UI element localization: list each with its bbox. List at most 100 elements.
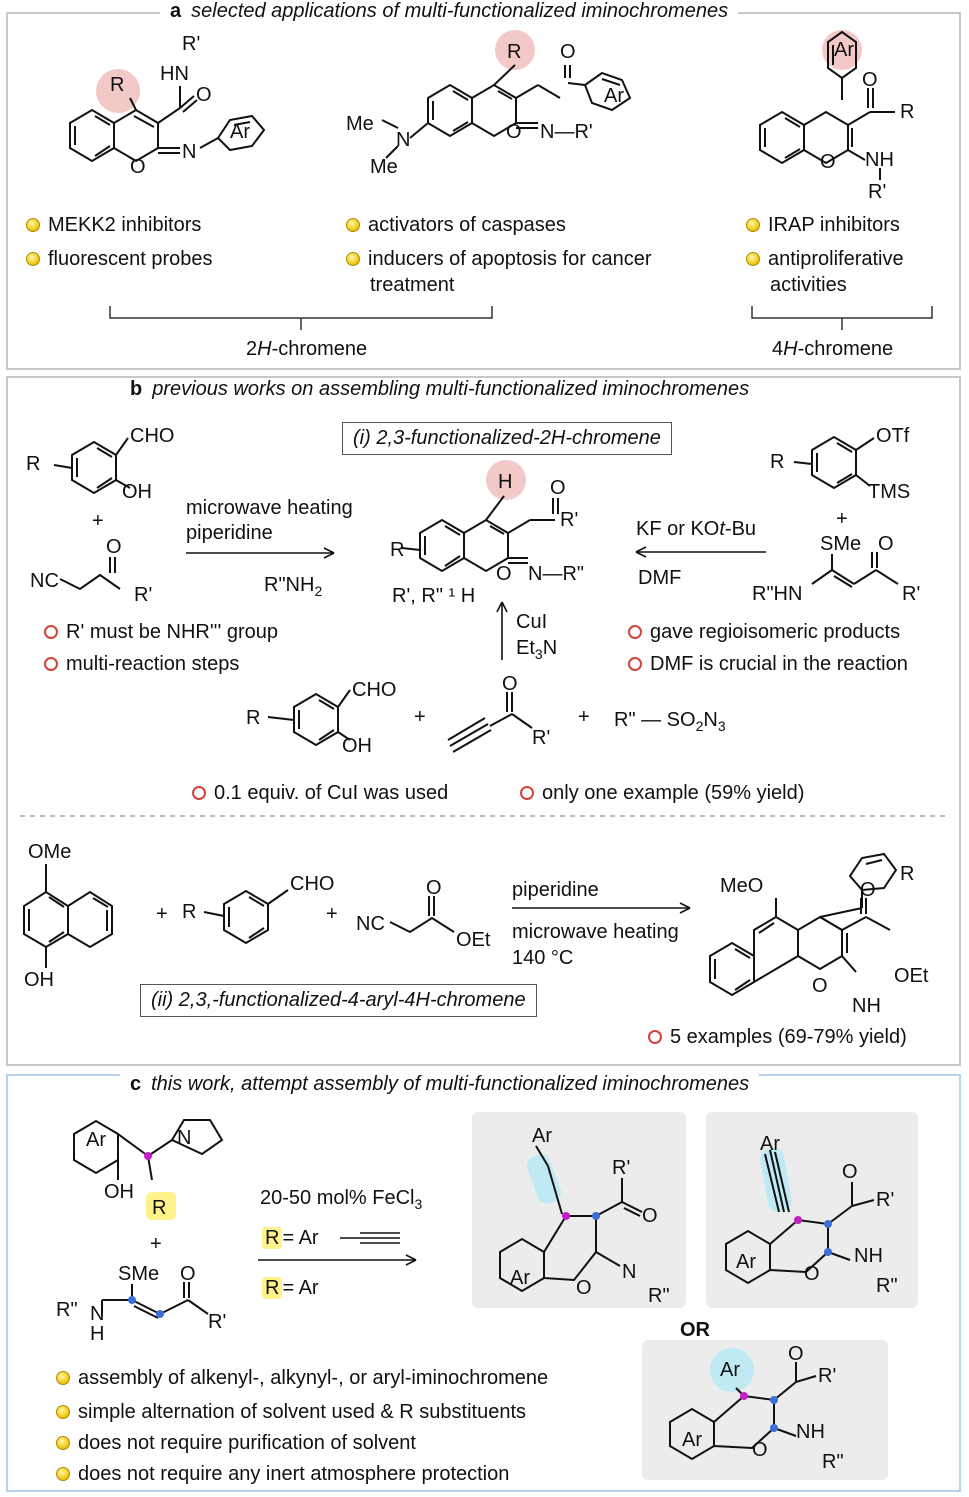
svg-text:R': R' (612, 1157, 630, 1179)
4-aryl-4h-chromene-product-structure: R O OEt MeO O NH (709, 852, 929, 1017)
svg-text:OTf: OTf (876, 425, 910, 447)
reaction-arrow-right-2 (512, 902, 691, 914)
svg-text:N: N (622, 1261, 636, 1283)
svg-text:OH: OH (104, 1181, 134, 1203)
cond-amine: R"NH2 (264, 574, 323, 599)
svg-text:NC: NC (30, 570, 59, 592)
ketene-aminal-structure-2: SMe O R" H N R' (56, 1263, 226, 1345)
svg-text:Ar: Ar (230, 121, 250, 143)
plus-sign: + (92, 510, 104, 532)
svg-text:HN: HN (160, 63, 189, 85)
svg-text:O: O (642, 1205, 658, 1227)
note-antiproliferative: antiproliferative (746, 247, 904, 271)
svg-text:N: N (90, 1303, 104, 1325)
yellow-bullet-icon (56, 1467, 70, 1481)
svg-text:O: O (860, 879, 876, 901)
note-one-example: only one example (59% yield) (520, 781, 804, 805)
reaction-arrow-right-3 (258, 1254, 417, 1266)
yellow-bullet-icon (56, 1405, 70, 1419)
note-mekk2: MEKK2 inhibitors (26, 213, 201, 237)
r-equals-alkynyl: R= Ar (262, 1226, 319, 1250)
yellow-bullet-icon (346, 218, 360, 232)
svg-text:R: R (507, 41, 521, 63)
svg-text:O: O (752, 1439, 768, 1461)
svg-text:Ar: Ar (86, 1129, 106, 1151)
svg-text:O: O (862, 69, 878, 91)
red-circle-icon (44, 657, 58, 671)
svg-text:OH: OH (342, 735, 372, 757)
svg-text:R": R" (56, 1299, 78, 1321)
alkenyl-iminochromene-structure: Ar R' O Ar O N R" (499, 1125, 670, 1307)
ethyl-cyanoacetate-structure: NC O OEt (356, 877, 491, 951)
svg-text:R": R" (648, 1285, 670, 1307)
svg-text:R: R (390, 539, 404, 561)
svg-text:O: O (502, 673, 518, 695)
svg-text:O: O (180, 1263, 196, 1285)
red-circle-icon (628, 657, 642, 671)
alkynyl-4h-chromene-structure: Ar O R' Ar O NH R" (725, 1133, 898, 1297)
svg-text:R": R" (822, 1451, 844, 1473)
svg-text:NH: NH (865, 149, 894, 171)
note-fluorescent: fluorescent probes (26, 247, 213, 271)
svg-text:N—R": N—R" (528, 563, 584, 585)
aryne-precursor-structure: OTf TMS R (770, 425, 910, 503)
svg-text:SMe: SMe (118, 1263, 159, 1285)
svg-text:O: O (560, 41, 576, 63)
note-regioisomeric: gave regioisomeric products (628, 620, 900, 644)
red-circle-icon (628, 625, 642, 639)
svg-text:TMS: TMS (868, 481, 910, 503)
plus-sign: + (326, 903, 338, 925)
svg-text:O: O (130, 156, 146, 178)
svg-text:R': R' (876, 1189, 894, 1211)
svg-text:R: R (26, 453, 40, 475)
reaction-arrow-up (496, 601, 508, 660)
aryl-4h-chromene-structure: Ar O R' Ar O NH R" (669, 1343, 844, 1473)
svg-text:O: O (788, 1343, 804, 1365)
ketene-aminal-structure: SMe O R"HN R' (752, 533, 920, 605)
svg-text:R': R' (818, 1365, 836, 1387)
svg-text:NH: NH (852, 995, 881, 1017)
note-apoptosis-cont: treatment (370, 274, 455, 296)
yellow-bullet-icon (26, 218, 40, 232)
red-circle-icon (520, 786, 534, 800)
svg-text:OMe: OMe (28, 841, 71, 863)
panel-b (6, 376, 961, 1066)
svg-text:R': R' (902, 583, 920, 605)
yellow-bullet-icon (26, 252, 40, 266)
svg-text:CHO: CHO (130, 425, 174, 447)
yellow-bullet-icon (56, 1371, 70, 1385)
plus-sign: + (150, 1233, 162, 1255)
mekk2-iminochromene-structure: R HN R' O O N Ar (69, 33, 266, 178)
svg-text:Ar: Ar (604, 85, 624, 107)
alkenyl-product-box (472, 1112, 686, 1308)
svg-text:N: N (396, 129, 410, 151)
benzaldehyde-structure: CHO R (182, 873, 334, 945)
or-label: OR (680, 1319, 710, 1341)
svg-text:OEt: OEt (456, 929, 491, 951)
label-4h-chromene: 4H-chromene (772, 338, 894, 360)
svg-text:R: R (900, 863, 914, 885)
plus-sign: + (156, 903, 168, 925)
cond2-piperidine: piperidine (512, 879, 599, 901)
svg-text:CHO: CHO (290, 873, 334, 895)
note-five-examples: 5 examples (69-79% yield) (648, 1025, 907, 1049)
svg-text:R': R' (868, 181, 886, 203)
cyanoacetamide-structure: NC O R' (30, 536, 152, 606)
svg-text:CHO: CHO (352, 679, 396, 701)
label-2h-chromene: 2H-chromene (246, 338, 368, 360)
note-irap: IRAP inhibitors (746, 213, 900, 237)
svg-text:O: O (842, 1161, 858, 1183)
alkyne-triple-bond-icon (340, 1232, 400, 1244)
svg-text:O: O (576, 1277, 592, 1299)
svg-text:Ar: Ar (682, 1429, 702, 1451)
cond-fecl3: 20-50 mol% FeCl3 (260, 1187, 423, 1212)
reaction-arrow-right (186, 547, 335, 559)
product-condition-note: R', R" ¹ H (392, 585, 476, 607)
yellow-bullet-icon (746, 252, 760, 266)
svg-text:NH: NH (796, 1421, 825, 1443)
svg-text:N: N (177, 1127, 191, 1149)
svg-text:Ar: Ar (720, 1359, 740, 1381)
note-no-purification: does not require purification of solvent (56, 1431, 416, 1455)
svg-text:Ar: Ar (736, 1251, 756, 1273)
